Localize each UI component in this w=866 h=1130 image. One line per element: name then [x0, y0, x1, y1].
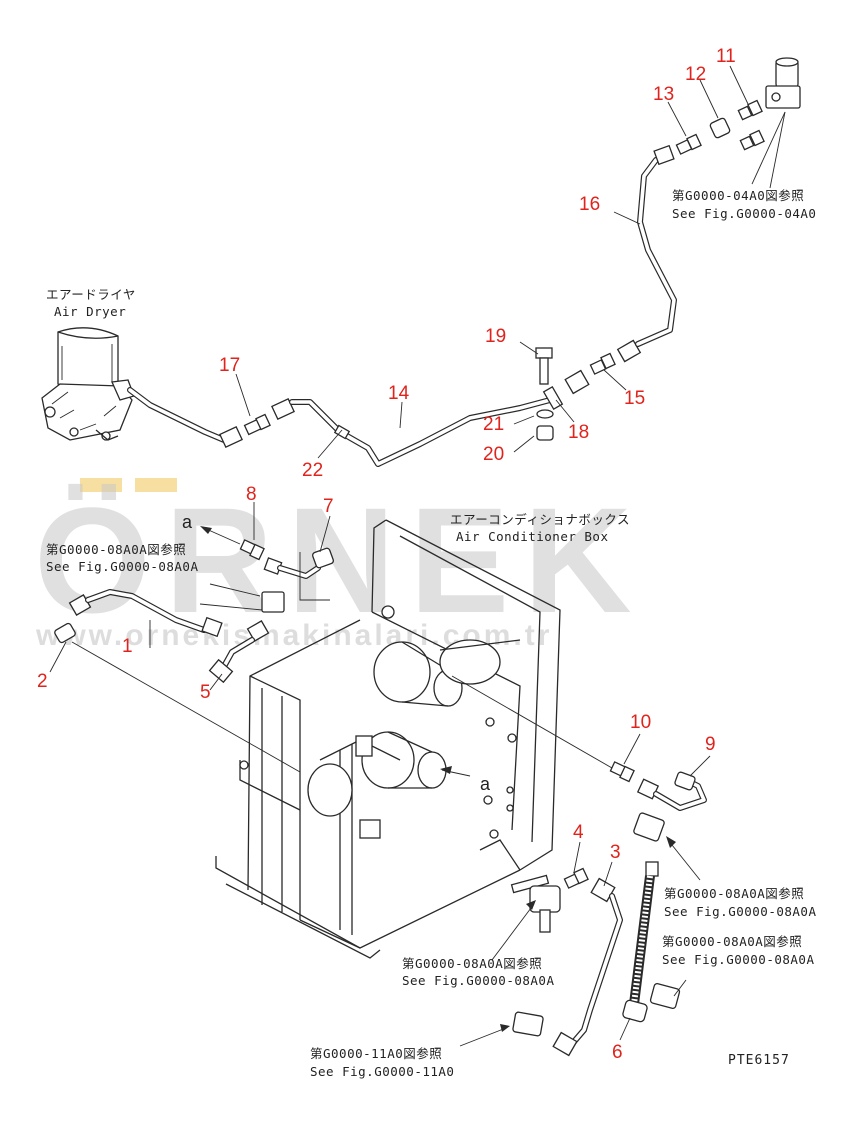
callout-19: 19: [485, 326, 506, 347]
fitting-near-7: [261, 591, 285, 613]
callout-14: 14: [388, 383, 410, 404]
drawing-code: PTE6157: [728, 1053, 790, 1068]
note-ref-08a0a-right2-jp: 第G0000-08A0A図参照: [662, 934, 802, 949]
washer-21: [536, 409, 554, 419]
air-conditioner-box: [215, 519, 561, 959]
valve-center: [510, 874, 561, 933]
fitting-lower-right: [649, 983, 681, 1009]
callout-2: 2: [37, 671, 48, 692]
callout-12: 12: [685, 64, 706, 85]
callout-3: 3: [610, 842, 621, 863]
pipe-nut-dryer: [219, 425, 243, 449]
elbow-11a0: [512, 1011, 544, 1037]
pipe-3: [552, 877, 623, 1057]
valve-top: [765, 57, 801, 109]
valve-right: [633, 812, 665, 842]
pipe-14-nut-left: [271, 397, 295, 421]
callout-11: 11: [716, 46, 736, 67]
connector-ref-a-bottom: a: [480, 774, 491, 794]
pipe-5: [208, 620, 270, 684]
callout-4: 4: [573, 822, 584, 843]
arrow-a-bottom: [440, 766, 452, 774]
note-air-dryer-en: Air Dryer: [54, 304, 126, 319]
note-ref-08a0a-right1-jp: 第G0000-08A0A図参照: [664, 886, 804, 901]
note-ref-11a0-jp: 第G0000-11A0図参照: [310, 1046, 442, 1061]
fitting-17: [243, 413, 271, 436]
nut-20: [536, 425, 554, 441]
callout-10: 10: [630, 712, 651, 733]
fitting-11: [737, 99, 763, 121]
callout-6: 6: [612, 1042, 623, 1063]
hose-6: [622, 861, 659, 1023]
note-ref-08a0a-left-en: See Fig.G0000-08A0A: [46, 559, 199, 574]
pipe-1: [68, 589, 223, 638]
note-ref-11a0-en: See Fig.G0000-11A0: [310, 1064, 454, 1079]
note-ref-08a0a-right2-en: See Fig.G0000-08A0A: [662, 952, 815, 967]
arrow-center-valve: [526, 900, 536, 910]
connector-ref-a-top: a: [182, 512, 193, 532]
note-air-dryer-jp: エアードライヤ: [46, 287, 136, 302]
notes: エアードライヤ Air Dryer エアーコンディショナボックス Air Con…: [46, 188, 817, 1079]
fitting-valve-lower: [739, 129, 765, 151]
watermark-accent-right: [135, 478, 177, 492]
callout-8: 8: [246, 484, 257, 505]
callout-5: 5: [200, 682, 211, 703]
fitting-15: [589, 352, 616, 375]
note-ref-08a0a-center-en: See Fig.G0000-08A0A: [402, 973, 555, 988]
pipe-9: [636, 771, 707, 811]
fitting-8: [239, 539, 265, 561]
callout-21: 21: [483, 414, 504, 435]
callout-1: 1: [122, 636, 133, 657]
callout-22: 22: [302, 460, 323, 481]
note-ref-04a0-en: See Fig.G0000-04A0: [672, 206, 816, 221]
callout-20: 20: [483, 444, 504, 465]
air-dryer: [41, 327, 135, 441]
callouts: 1 2 3 4 5 6 7 8 9 10 11 12 13 14 15 16 1…: [37, 46, 736, 1063]
clamp-22: [333, 424, 351, 440]
callout-15: 15: [624, 388, 645, 409]
pipe-14-nut-right: [564, 369, 590, 395]
callout-16: 16: [579, 194, 600, 215]
pipe-16-nut-top: [653, 144, 675, 166]
fitting-10: [609, 761, 635, 783]
watermark-accent-left: [80, 478, 122, 492]
fitting-4: [563, 867, 589, 889]
callout-18: 18: [568, 422, 589, 443]
arrow-11a0: [500, 1024, 510, 1032]
arrow-a-top: [200, 526, 212, 534]
pipe-7: [263, 547, 334, 579]
callout-17: 17: [219, 355, 240, 376]
callout-13: 13: [653, 84, 674, 105]
note-ac-box-en: Air Conditioner Box: [456, 529, 609, 544]
note-ref-04a0-jp: 第G0000-04A0図参照: [672, 188, 804, 203]
arrow-valve-right: [666, 836, 676, 848]
note-ref-08a0a-left-jp: 第G0000-08A0A図参照: [46, 542, 186, 557]
callout-7: 7: [323, 496, 334, 517]
fitting-18: [542, 385, 564, 411]
bolt-19: [535, 347, 553, 385]
callout-9: 9: [705, 734, 716, 755]
note-ac-box-jp: エアーコンディショナボックス: [450, 512, 630, 527]
note-ref-08a0a-right1-en: See Fig.G0000-08A0A: [664, 904, 817, 919]
note-ref-08a0a-center-jp: 第G0000-08A0A図参照: [402, 956, 542, 971]
fitting-13: [675, 133, 702, 155]
fitting-12: [709, 117, 731, 139]
leader-lines: [49, 65, 749, 1041]
elbow-2: [54, 622, 76, 644]
